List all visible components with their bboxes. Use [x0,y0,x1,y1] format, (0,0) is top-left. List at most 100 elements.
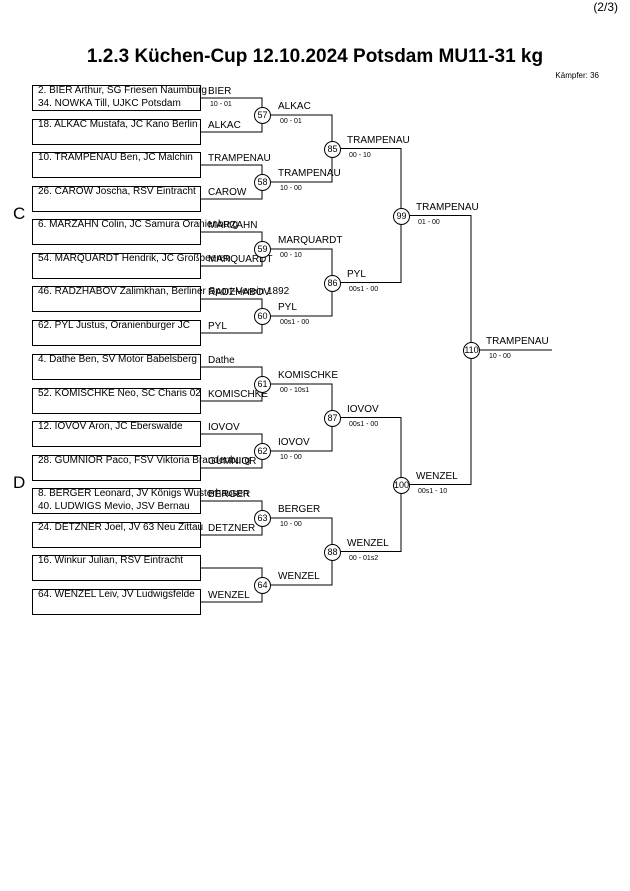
round2-score: 00s1 - 00 [280,319,310,326]
round2-score: 10 - 00 [280,454,302,461]
round2-winner: WENZEL [278,571,320,582]
round3-score: 00s1 - 00 [349,285,379,293]
round4-score: 01 - 00 [418,218,440,226]
round1-score: 10 - 01 [210,101,232,108]
competitor-box [32,455,201,481]
round4-winner: WENZEL [416,470,458,482]
round2-score: 10 - 00 [280,185,302,192]
pool-label-d: D [13,473,26,492]
bracket-line [410,215,472,485]
competitor-box [32,522,201,548]
round1-winner: WENZEL [208,590,250,601]
round4-winner: TRAMPENAU [416,201,479,213]
competitor-name: 6. MARZAHN Colin, JC Samura Oranienburg [38,219,239,230]
competitor-box [32,186,201,212]
competitor-name: 2. BIER Arthur, SG Friesen Naumburg [38,85,207,96]
match-number: 62 [254,443,271,460]
competitor-name: 62. PYL Justus, Oranienburger JC [38,320,190,331]
match-number: 59 [254,241,271,258]
round1-winner: Dathe [208,355,235,366]
match-number: 88 [324,543,341,561]
round3-winner: IOVOV [347,403,379,415]
competitor-box [32,320,201,346]
competitor-name: 64. WENZEL Leiv, JV Ludwigsfelde [38,589,195,600]
round2-score: 00 - 01 [280,118,302,125]
round2-winner: PYL [278,302,297,313]
competitor-name: 8. BERGER Leonard, JV Königs Wusterhause… [38,488,249,499]
round1-winner: DETZNER [208,523,256,534]
competitor-name: 4. Dathe Ben, SV Motor Babelsberg [38,354,197,365]
competitor-name: 16. Winkur Julian, RSV Eintracht [38,555,184,566]
round1-winner: BIER [208,86,232,97]
competitor-box [32,286,201,312]
final-winner: TRAMPENAU [486,336,549,347]
tournament-title: 1.2.3 Küchen-Cup 12.10.2024 Potsdam MU11… [86,46,544,67]
competitor-name: 24. DETZNER Joel, JV 63 Neu Zittau [38,522,204,533]
match-number: 60 [254,308,271,325]
fighters-count: Kämpfer: 36 [555,71,599,80]
match-number: 87 [324,409,341,427]
match-number: 57 [254,107,271,124]
round3-score: 00s1 - 00 [349,420,379,428]
competitor-box [32,354,201,380]
competitor-box [32,388,201,414]
match-number: 61 [254,376,271,393]
competitor-box [32,555,201,581]
round2-winner: BERGER [278,504,321,515]
match-number: 85 [324,140,341,158]
match-number: 100 [393,476,410,494]
round1-winner: MARZAHN [208,220,258,231]
round1-winner: ALKAC [208,120,241,131]
round3-winner: PYL [347,268,366,280]
round3-score: 00 - 01s2 [349,554,379,562]
competitor-box [32,85,201,111]
competitor-name: 28. GUMNIOR Paco, FSV Viktoria Brandenbu… [38,455,251,466]
competitor-name: 12. IOVOV Aron, JC Eberswalde [38,421,183,432]
competitor-name: 18. ALKAC Mustafa, JC Kano Berlin [38,119,198,130]
round1-winner: TRAMPENAU [208,153,271,164]
competitor-box [32,488,201,514]
round1-winner: IOVOV [208,422,240,433]
round1-winner: CAROW [208,187,247,198]
final-match-number: 110 [463,342,480,359]
competitor-name: 40. LUDWIGS Mevio, JSV Bernau [38,501,190,512]
round1-winner: MARQUARDT [208,254,273,265]
bracket-line [341,148,402,283]
round1-winner: RADZHABOV [208,287,271,298]
competitor-box [32,589,201,615]
match-number: 86 [324,274,341,292]
competitor-name: 46. RADZHABOV Zalimkhan, Berliner Sport-… [38,286,290,297]
round3-winner: TRAMPENAU [347,134,410,146]
competitor-box [32,219,201,245]
round2-score: 00 - 10s1 [280,387,310,394]
round2-score: 00 - 10 [280,252,302,259]
competitor-name: 54. MARQUARDT Hendrik, JC Großbeeren [38,253,231,264]
competitor-name: 52. KOMISCHKE Neo, SC Charis 02 [38,388,201,399]
round3-winner: WENZEL [347,537,389,549]
round2-winner: ALKAC [278,101,311,112]
round1-winner: GUMNIOR [208,456,257,467]
competitor-box [32,119,201,145]
competitor-box [32,152,201,178]
bracket-line [341,417,402,552]
pool-label-c: C [13,204,26,223]
final-score: 10 - 00 [489,353,511,360]
round2-winner: KOMISCHKE [278,370,339,381]
competitor-box [32,421,201,447]
round3-score: 00 - 10 [349,151,371,159]
match-number: 64 [254,577,271,594]
competitor-box [32,253,201,279]
round2-winner: IOVOV [278,437,310,448]
round2-winner: TRAMPENAU [278,168,341,179]
round1-winner: BERGER [208,489,251,500]
competitor-name: 26. CAROW Joscha, RSV Eintracht [38,186,196,197]
page-number: (2/3) [593,0,618,14]
round2-winner: MARQUARDT [278,235,343,246]
competitor-name: 34. NOWKA Till, UJKC Potsdam [38,98,181,109]
round2-score: 10 - 00 [280,521,302,528]
match-number: 63 [254,510,271,527]
match-number: 58 [254,174,271,191]
round1-winner: PYL [208,321,227,332]
round4-score: 00s1 - 10 [418,487,448,495]
